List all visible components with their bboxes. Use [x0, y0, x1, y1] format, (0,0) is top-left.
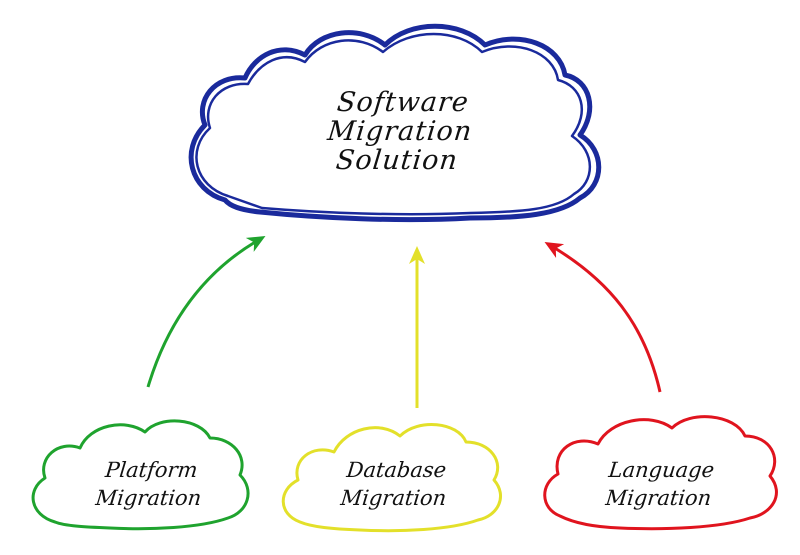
language-node-label: Language Migration [562, 456, 758, 512]
main-node-label: Software Migration Solution [250, 87, 549, 176]
platform-node-line1: Platform [104, 458, 199, 482]
main-node-line3: Solution [334, 145, 460, 176]
platform-arrow [146, 236, 266, 388]
platform-cloud [31, 419, 250, 531]
language-cloud [543, 415, 778, 531]
language-node-line2: Migration [604, 486, 713, 510]
platform-node-label: Platform Migration [52, 456, 248, 512]
database-node-line2: Migration [339, 486, 448, 510]
main-cloud [188, 23, 602, 223]
main-node-line2: Migration [326, 116, 474, 147]
language-arrow [544, 241, 662, 393]
database-cloud [281, 423, 503, 533]
language-node-line1: Language [607, 458, 716, 482]
main-node-line1: Software [335, 87, 471, 118]
database-node-line1: Database [345, 458, 448, 482]
database-node-label: Database Migration [297, 456, 493, 512]
platform-node-line2: Migration [94, 486, 203, 510]
